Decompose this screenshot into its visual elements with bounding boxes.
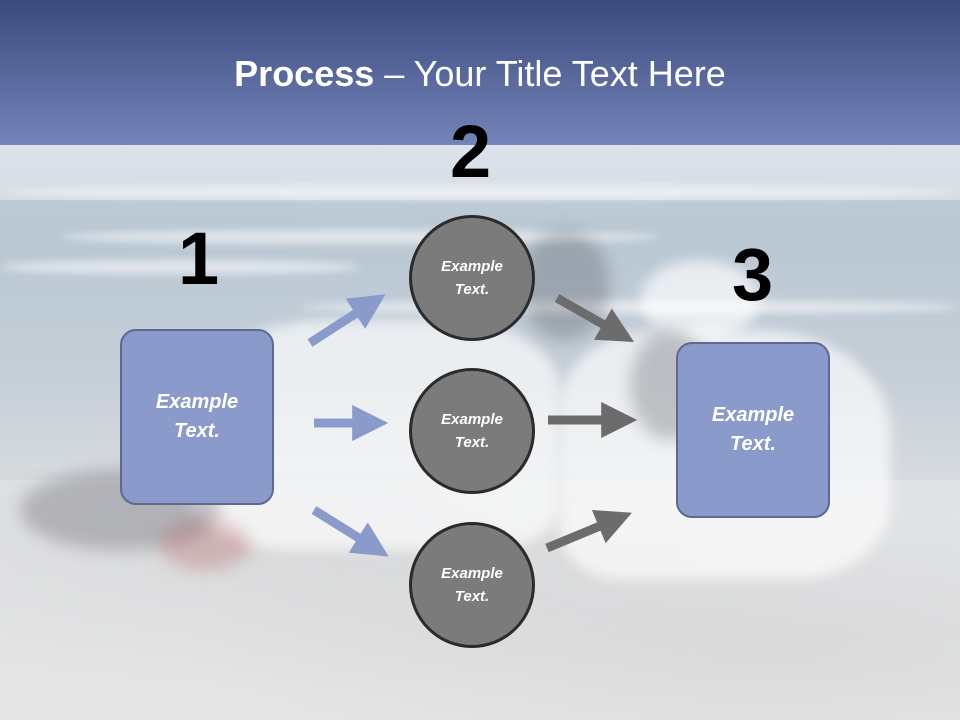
step-3-box[interactable]: Example Text. (676, 342, 830, 518)
arrow-1-to-bottom (311, 506, 389, 557)
step-3-text: Example Text. (711, 404, 795, 455)
arrow-1-to-top (307, 294, 386, 347)
step-2-circle-top[interactable]: Example Text. (409, 215, 535, 341)
title-rest: – Your Title Text Here (374, 53, 726, 94)
arrow-top-to-3 (554, 294, 635, 343)
step-2-circle-bottom[interactable]: Example Text. (409, 522, 535, 648)
arrow-bottom-to-3 (545, 509, 632, 553)
step-number-1: 1 (178, 217, 220, 300)
step-number-2: 2 (450, 110, 492, 193)
slide-title: Process – Your Title Text Here (0, 52, 960, 96)
step-2-circle-middle[interactable]: Example Text. (409, 368, 535, 494)
step-2-circle-bottom-text: Example Text. (441, 565, 503, 605)
step-2-circle-middle-text: Example Text. (441, 411, 503, 451)
step-1-box[interactable]: Example Text. (120, 329, 274, 505)
title-bold: Process (234, 53, 375, 94)
step-1-text: Example Text. (155, 391, 239, 442)
step-2-circle-top-text: Example Text. (441, 258, 503, 298)
step-number-3: 3 (732, 233, 774, 316)
title-bar (0, 0, 960, 145)
